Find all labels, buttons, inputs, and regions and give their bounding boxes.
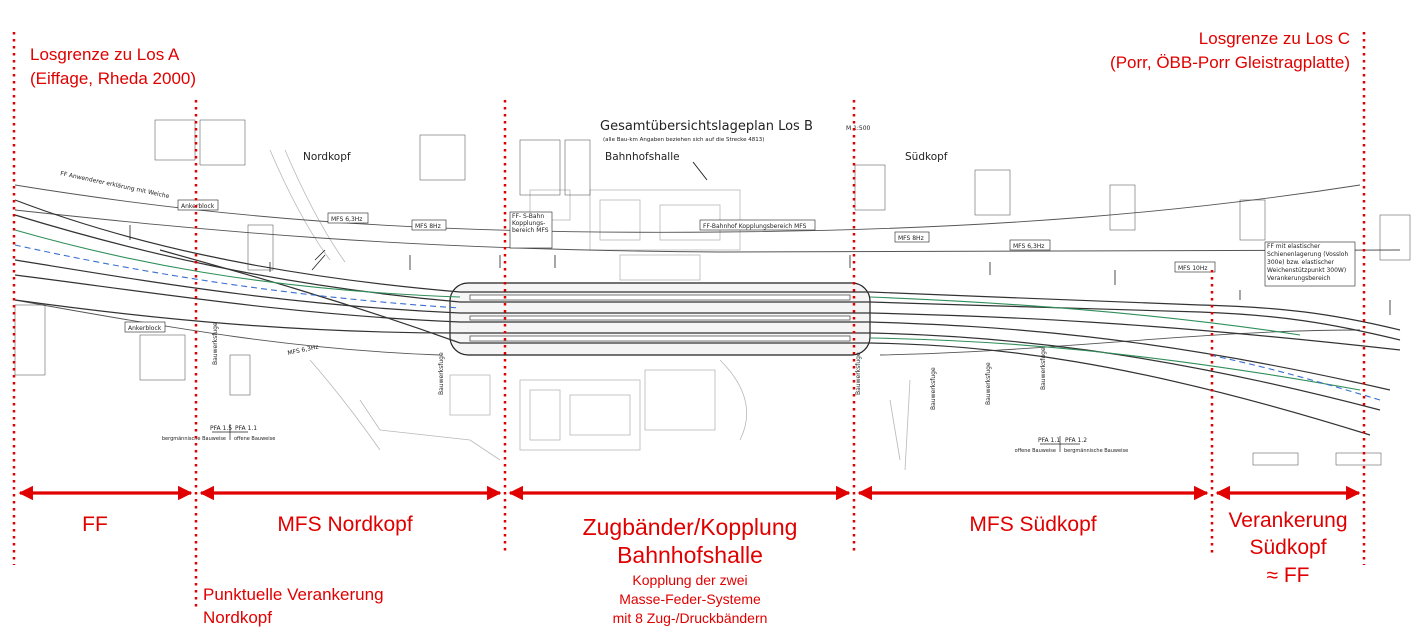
ff-elastisch-label: FF mit elastischer Schienenlagerung (Vos…	[1267, 243, 1349, 282]
ff-weiche-label: FF Anwenderer erklärung mit Weiche	[60, 170, 171, 200]
plan-subtitle: (alle Bau-km Angaben beziehen sich auf d…	[603, 137, 764, 143]
note-kopplung-line1: Kopplung der zwei	[632, 572, 747, 588]
north-label: Nordkopf	[303, 151, 351, 163]
mfs-63-south-label: MFS 6,3Hz	[1013, 243, 1044, 250]
plan-title: Gesamtübersichtslageplan Los B	[600, 119, 813, 134]
segment-verankerung-line3: ≈ FF	[1266, 564, 1309, 587]
tracks	[14, 199, 1401, 436]
segment-mfs-nordkopf: MFS Nordkopf	[277, 513, 413, 536]
section-dividers	[12, 32, 1366, 610]
boundary-right-line1: Losgrenze zu Los C	[1199, 29, 1350, 48]
segment-mfs-suedkopf: MFS Südkopf	[969, 513, 1096, 536]
segment-verankerung-line1: Verankerung	[1228, 509, 1347, 532]
pfa-south-left: offene Bauweise	[1015, 448, 1056, 454]
pfa-north-a: PFA 1.5	[210, 425, 232, 432]
segment-zugbaender-line2: Bahnhofshalle	[617, 542, 763, 568]
km-annotations	[14, 119, 1411, 466]
boundary-left-line2: (Eiffage, Rheda 2000)	[30, 69, 196, 88]
bauwerksfuge-label-2: Bauwerksfuge	[438, 352, 445, 395]
notes: Punktuelle Verankerung Nordkopf Kopplung…	[203, 572, 767, 627]
pfa-south: PFA 1.1 PFA 1.2 offene Bauweise bergmänn…	[1015, 436, 1128, 454]
pfa-south-a: PFA 1.1	[1038, 437, 1060, 444]
plan-title-block: Gesamtübersichtslageplan Los B M 1:500 (…	[303, 119, 948, 181]
segment-verankerung-line2: Südkopf	[1249, 536, 1326, 559]
bauwerksfuge-label-3: Bauwerksfuge	[855, 352, 862, 395]
pfa-north-left: bergmännische Bauweise	[162, 436, 226, 442]
ankerblock-top-label: Ankerblock	[181, 203, 215, 210]
platforms	[469, 294, 851, 342]
boundary-labels: Losgrenze zu Los A (Eiffage, Rheda 2000)…	[30, 29, 1350, 88]
ff-sbahn-label: FF- S-Bahn Kopplungs- bereich MFS	[512, 213, 549, 234]
boundary-left-line1: Losgrenze zu Los A	[30, 45, 180, 64]
note-kopplung-line3: mit 8 Zug-/Druckbändern	[613, 610, 768, 626]
tracks-colored	[14, 229, 1381, 401]
pfa-north-right: offene Bauweise	[234, 436, 275, 442]
note-punktuelle-line1: Punktuelle Verankerung	[203, 585, 384, 604]
segment-ff: FF	[82, 513, 108, 536]
note-punktuelle-line2: Nordkopf	[203, 608, 272, 627]
segment-labels: FF MFS Nordkopf Zugbänder/Kopplung Bahnh…	[82, 509, 1347, 587]
hall-label: Bahnhofshalle	[605, 151, 680, 163]
mfs-63-top-label: MFS 6,3Hz	[331, 216, 362, 223]
pfa-south-right: bergmännische Bauweise	[1064, 448, 1128, 454]
bauwerksfuge-label-1: Bauwerksfuge	[212, 322, 219, 365]
bauwerksfuge-label-4: Bauwerksfuge	[930, 367, 937, 410]
south-label: Südkopf	[905, 151, 948, 163]
mfs-8-south-label: MFS 8Hz	[898, 235, 924, 242]
mfs-63-bottom-label: MFS 6,3Hz	[287, 344, 319, 357]
site-plan: Ankerblock Ankerblock FF Anwenderer erkl…	[14, 119, 1411, 471]
note-kopplung-line2: Masse-Feder-Systeme	[619, 591, 761, 607]
mfs-10-label: MFS 10Hz	[1178, 265, 1208, 272]
pfa-north-b: PFA 1.1	[235, 425, 257, 432]
segment-zugbaender-line1: Zugbänder/Kopplung	[583, 514, 798, 540]
plan-scale: M 1:500	[846, 125, 871, 132]
pfa-north: PFA 1.5 PFA 1.1 bergmännische Bauweise o…	[162, 424, 275, 442]
ankerblock-bottom-label: Ankerblock	[128, 325, 162, 332]
km-posts	[129, 225, 1391, 315]
ff-bahnhof-label: FF-Bahnhof Kopplungsbereich MFS	[703, 223, 807, 230]
pfa-south-b: PFA 1.2	[1065, 437, 1087, 444]
bauwerksfuge-label-6: Bauwerksfuge	[1040, 347, 1047, 390]
bauwerksfuge-label-5: Bauwerksfuge	[985, 362, 992, 405]
boundary-right-line2: (Porr, ÖBB-Porr Gleistragplatte)	[1110, 53, 1350, 72]
mfs-8-north-label: MFS 8Hz	[415, 223, 441, 230]
